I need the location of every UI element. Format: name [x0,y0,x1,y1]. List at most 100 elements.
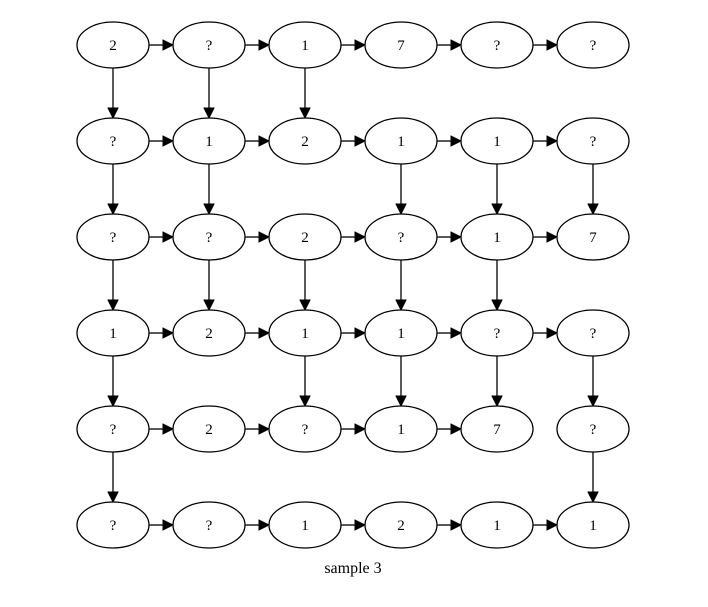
graph-node: 1 [268,309,342,357]
edge-arrow [395,260,407,312]
arrowhead-icon [203,107,215,120]
edge-arrow [533,231,559,243]
arrowhead-icon [299,107,311,120]
node-label: ? [590,38,597,54]
edge-arrow [437,39,463,51]
edge-arrow [245,519,271,531]
node-label: ? [206,38,213,54]
graph-node: 2 [268,117,342,165]
graph-node: 7 [364,21,438,69]
edge-arrow [533,327,559,339]
edge-arrow [149,231,175,243]
arrowhead-icon [546,231,559,243]
edge-arrow [437,327,463,339]
arrowhead-icon [162,327,175,339]
edge-arrow [203,68,215,120]
arrowhead-icon [546,39,559,51]
edge-arrow [107,68,119,120]
node-label: 1 [589,518,597,534]
edge-arrow [245,39,271,51]
node-label: 2 [397,518,405,534]
node-ellipse [172,21,246,69]
graph-node: 2 [172,309,246,357]
arrowhead-icon [587,203,599,216]
node-ellipse [460,213,534,261]
edge-arrow [299,356,311,408]
arrowhead-icon [107,203,119,216]
arrowhead-icon [162,519,175,531]
edge-arrow [491,164,503,216]
arrowhead-icon [450,231,463,243]
graph-node: ? [76,213,150,261]
edge-arrow [245,423,271,435]
edge-arrow [245,135,271,147]
arrowhead-icon [546,519,559,531]
node-label: 2 [205,422,213,438]
graph-node: 2 [268,213,342,261]
node-ellipse [364,21,438,69]
edge-arrow [341,327,367,339]
arrowhead-icon [354,231,367,243]
edge-arrow [341,423,367,435]
edge-arrow [491,260,503,312]
node-ellipse [268,501,342,549]
edges-layer [107,39,599,531]
arrowhead-icon [203,299,215,312]
graph-node: 1 [268,21,342,69]
graph-node: ? [172,501,246,549]
arrowhead-icon [162,231,175,243]
node-label: 1 [301,38,309,54]
graph-node: 2 [172,405,246,453]
arrowhead-icon [107,299,119,312]
graph-node: 2 [76,21,150,69]
node-ellipse [556,21,630,69]
node-label: ? [206,518,213,534]
node-label: 1 [301,326,309,342]
graph-node: ? [172,213,246,261]
graph-node: ? [76,501,150,549]
edge-arrow [341,39,367,51]
arrowhead-icon [258,423,271,435]
graph-node: ? [460,309,534,357]
arrowhead-icon [450,135,463,147]
arrowhead-icon [491,299,503,312]
graph-node: ? [556,21,630,69]
node-ellipse [556,117,630,165]
graph-node: 1 [556,501,630,549]
node-ellipse [460,21,534,69]
arrowhead-icon [491,395,503,408]
arrowhead-icon [395,203,407,216]
node-ellipse [76,309,150,357]
graph-node: 1 [76,309,150,357]
node-ellipse [460,117,534,165]
node-label: ? [590,326,597,342]
graph-node: 1 [364,405,438,453]
edge-arrow [149,135,175,147]
graph-node: ? [172,21,246,69]
node-ellipse [556,213,630,261]
graph-node: ? [268,405,342,453]
arrowhead-icon [203,203,215,216]
node-label: 2 [301,134,309,150]
node-ellipse [268,309,342,357]
node-ellipse [172,501,246,549]
arrowhead-icon [395,299,407,312]
edge-arrow [437,231,463,243]
graph-node: 1 [364,309,438,357]
node-label: ? [206,230,213,246]
node-label: ? [302,422,309,438]
node-label: 7 [589,230,597,246]
node-label: 2 [205,326,213,342]
node-label: 7 [397,38,405,54]
graph-node: 1 [172,117,246,165]
edge-arrow [299,260,311,312]
arrowhead-icon [450,423,463,435]
graph-caption: sample 3 [324,560,381,577]
arrowhead-icon [354,135,367,147]
edge-arrow [587,452,599,504]
arrowhead-icon [354,423,367,435]
node-ellipse [364,117,438,165]
arrowhead-icon [258,39,271,51]
edge-arrow [107,260,119,312]
edge-arrow [107,452,119,504]
